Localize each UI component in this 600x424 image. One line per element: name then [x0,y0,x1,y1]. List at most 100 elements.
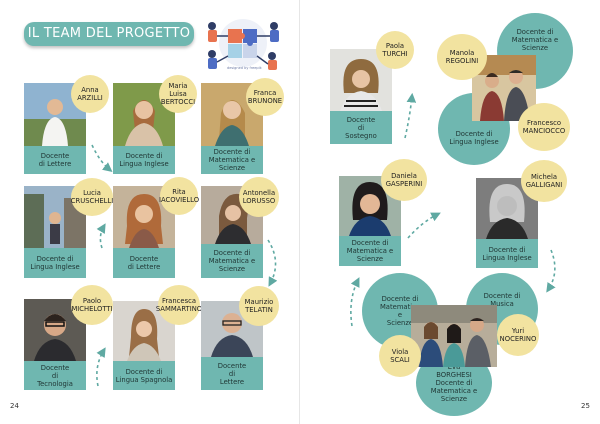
role-line: Docente [217,361,247,370]
page-number-right: 25 [581,402,590,410]
last-name: SAMMARTINO [155,305,203,313]
name-line: BORGHESI [436,371,472,379]
photo-gasperini [339,176,401,236]
role-label-galligani: Docente di Lingua Inglese [476,239,538,268]
first-name: Lucia [83,189,101,197]
role-line: Scienze [521,44,549,52]
name-badge-sammartino: Francesca SAMMARTINO [155,285,203,325]
name-badge-arzilli: Anna ARZILLI [71,75,109,113]
role-line: Scienze [386,319,414,327]
first-name: Maurizio [244,298,274,306]
page-number-left: 24 [10,402,19,410]
role-line: di Lettere [127,263,161,271]
role-label-michelotti: Docente di Tecnologia [24,361,86,390]
name-badge-nocerino: Yuri NOCERINO [497,314,539,356]
role-label-bertocci: Docente di Lingua Inglese [113,146,175,174]
team-puzzle-illustration [200,16,286,74]
role-line: Matematica [379,303,421,311]
photo-turchi [330,49,392,111]
role-line: Lingua Inglese [449,138,499,146]
last-name: BRUNONE [247,97,283,105]
name-badge-iacoviello: Rita IACOVIELLO [158,177,200,215]
first-name: Paola [385,42,405,50]
role-line: Lingua Spagnola [115,375,173,384]
illustration-caption: designed by freepik [227,66,262,70]
name-badge-galligani: Michela GALLIGANI [521,160,567,202]
page-title: IL TEAM DEL PROGETTO [24,22,194,46]
role-label-brunone: Docente di Matematica e Scienze [201,146,263,174]
name-badge-scali: Viola SCALI [379,335,421,377]
role-line: Scienze [218,164,246,172]
last-name: LORUSSO [242,197,276,205]
role-line: Docente di [213,148,251,156]
role-line: di [357,123,365,132]
last-name: BERTOCCI [160,98,196,106]
role-line: Docente di [213,249,251,257]
last-name: NOCERINO [499,335,537,343]
role-line: di [51,371,59,380]
role-line: Scienze [356,255,384,263]
last-name: CRUSCHELLI [70,197,114,205]
role-line: Matematica e [208,257,256,265]
photo-trio [411,305,497,367]
first-name: Paolo [82,297,102,305]
role-line: Lingua Inglese [30,263,80,271]
role-label-turchi: Docente di Sostegno [330,111,392,144]
role-label-lorusso: Docente di Matematica e Scienze [201,244,263,278]
last-name: REGOLINI [445,57,479,65]
name-badge-gasperini: Daniela GASPERINI [381,159,427,201]
role-line: Musica [490,300,514,308]
role-line: Lettere [219,377,245,386]
role-line: Docente di [483,292,521,300]
first-name: Francesca [161,297,197,305]
role-line: Docente di [488,245,526,254]
role-line: Docente [346,115,376,124]
right-page: Docente di Sostegno Paola TURCHI Docente… [300,0,600,424]
role-line: di Lettere [38,160,72,168]
role-line: Scienze [218,265,246,273]
role-line: Matematica e [346,247,394,255]
photo-galligani [476,178,538,239]
first-name: Anna [81,86,99,94]
role-line: Matematica e [430,387,478,395]
role-label-gasperini: Docente di Matematica e Scienze [339,236,401,266]
role-line: Docente [129,255,159,263]
last-name: SCALI [390,356,410,364]
photo-iacoviello [113,186,175,248]
first-name: Antonella [242,189,276,197]
role-label-cruschelli: Docente di Lingua Inglese [24,248,86,278]
role-line: di [228,369,236,378]
first-name: Rita [172,188,186,196]
name-badge-lorusso: Antonella LORUSSO [239,177,279,217]
role-label-arzilli: Docente di Lettere [24,146,86,174]
name-badge-turchi: Paola TURCHI [376,31,414,69]
name-badge-telatin: Maurizio TELATIN [239,286,279,326]
left-page: IL TEAM DEL PROGETTO designed by freepik… [10,16,286,410]
last-name: IACOVIELLO [158,196,200,204]
role-line: Scienze [440,395,468,403]
role-label-sammartino: Docente di Lingua Spagnola [113,361,175,390]
role-line: Docente di [381,295,419,303]
name-badge-manciocco: Francesco MANCIOCCO [518,103,570,151]
last-name: GALLIGANI [525,181,563,189]
role-line: Docente [40,152,70,160]
first-name: Maria Luisa [168,82,188,98]
last-name: MANCIOCCO [522,127,566,135]
role-line: Sostegno [345,131,377,140]
name-badge-cruschelli: Lucia CRUSCHELLI [71,178,113,216]
name-badge-bertocci: Maria Luisa BERTOCCI [159,75,197,113]
page-spine [299,0,300,424]
first-name: Michela [530,173,558,181]
first-name: Francesco [526,119,562,127]
role-label-telatin: Docente di Lettere [201,357,263,390]
first-name: Viola [391,348,409,356]
last-name: MICHELOTTI [71,305,113,313]
role-line: Docente di [125,152,163,160]
first-name: Daniela [391,172,417,180]
first-name: Manola [449,49,475,57]
last-name: TURCHI [382,50,408,58]
role-line: Matematica e [208,156,256,164]
role-line: e [397,311,403,319]
role-line: Docente di [36,255,74,263]
last-name: ARZILLI [77,94,103,102]
